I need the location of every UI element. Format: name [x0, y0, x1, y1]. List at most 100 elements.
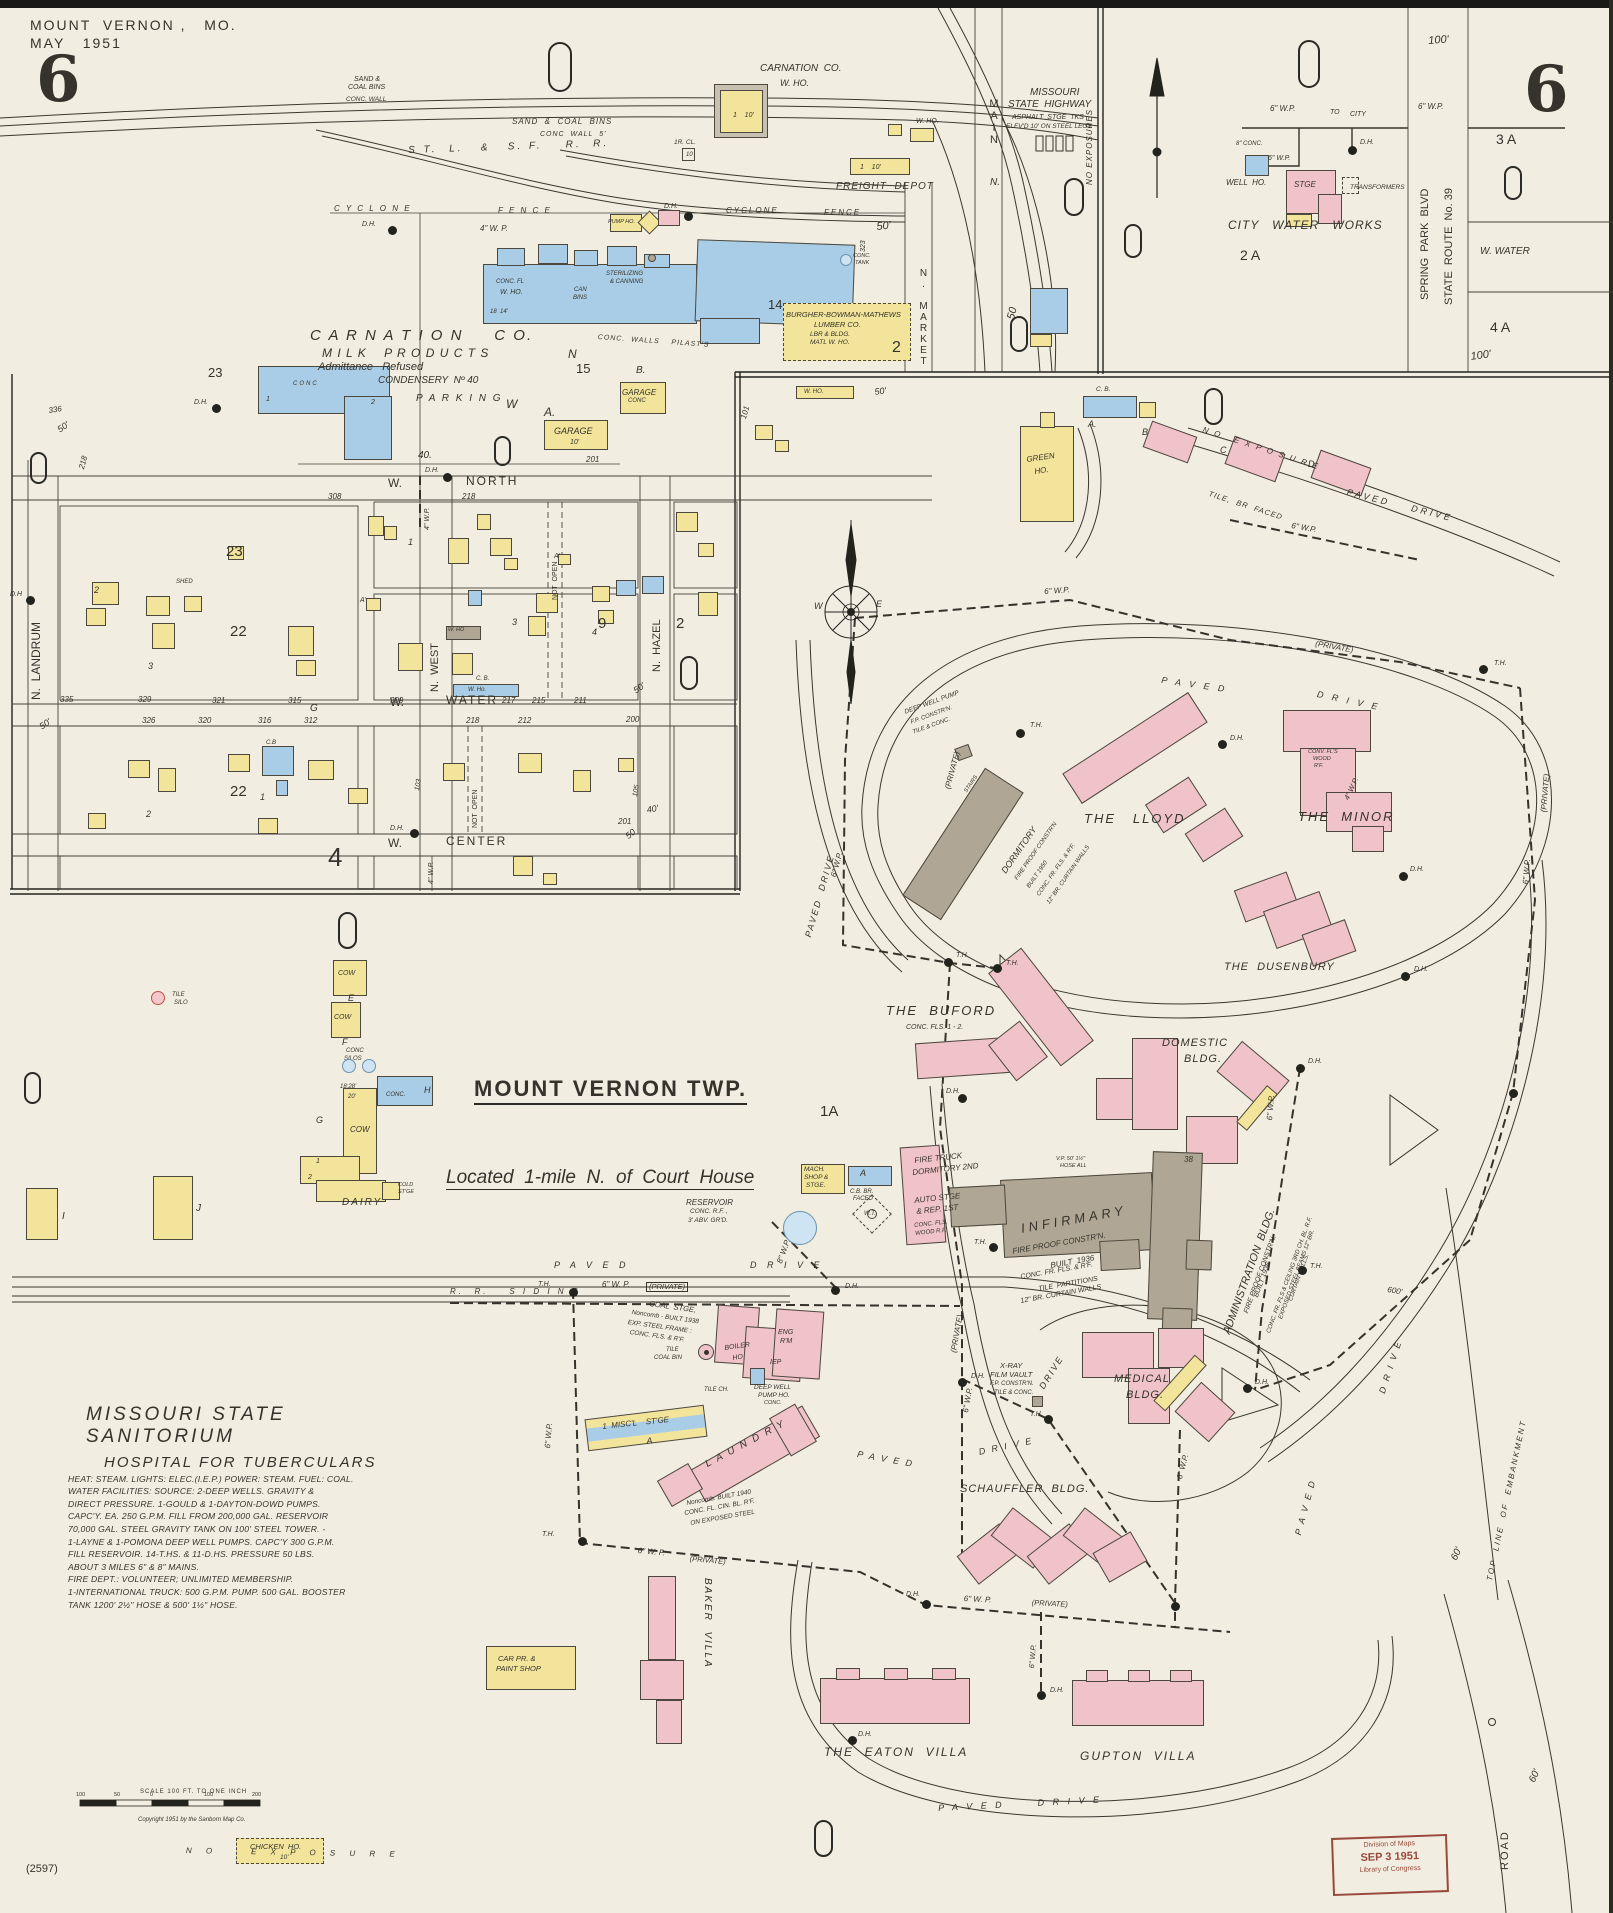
map-label: STATE ROUTE No. 39 [1443, 188, 1455, 305]
hydrant-dot [1036, 1690, 1046, 1700]
copyright-note: Copyright 1951 by the Sanborn Map Co. [138, 1817, 246, 1823]
map-label: R'F. [1314, 763, 1324, 769]
stamp-division: Division of Maps [1363, 1840, 1416, 1849]
building-footprint [1283, 710, 1371, 752]
map-label: D.H. [1360, 139, 1374, 146]
map-label: C.B. BR. [850, 1189, 874, 1195]
map-label: ENG [778, 1329, 794, 1336]
building-footprint [720, 90, 763, 133]
map-label: COAL BIN [654, 1355, 682, 1361]
map-label: 9 [598, 615, 607, 632]
map-label: TILE CH. [704, 1387, 729, 1393]
hydrant-dot [25, 595, 35, 605]
map-label: 335 [60, 695, 74, 704]
hydrant-dot [943, 957, 953, 967]
building-footprint [368, 516, 384, 536]
map-label: (PRIVATE) [1031, 1598, 1069, 1609]
map-label: 217 [502, 696, 516, 705]
hydrant-dot [409, 828, 419, 838]
map-label: W. HO. [500, 289, 523, 296]
building-footprint [86, 608, 106, 626]
map-label: 1A [820, 1103, 839, 1120]
hydrant-dot [211, 403, 221, 413]
building-footprint [377, 1076, 433, 1106]
hydrant-dot [1043, 1414, 1053, 1424]
map-label: BAKER VILLA [702, 1578, 713, 1669]
building-footprint [910, 128, 934, 142]
map-label: FILM VAULT [990, 1370, 1033, 1379]
building-footprint [262, 746, 294, 776]
building-footprint [92, 582, 119, 605]
map-label: COW [338, 970, 356, 977]
building-footprint [26, 1188, 58, 1240]
building-footprint [1128, 1670, 1150, 1682]
map-label: J [196, 1203, 201, 1214]
map-label: ST'GE [398, 1189, 415, 1195]
map-label: D.H. [971, 1373, 985, 1380]
map-label: R. R. S I D I N G [450, 1287, 582, 1296]
map-label: 20' [348, 1094, 356, 1100]
map-label: BLDG. [1184, 1053, 1223, 1065]
map-label: MAIN [988, 98, 1000, 146]
section-frames [10, 8, 1611, 895]
map-label: RESERVOIR [686, 1198, 733, 1207]
building-footprint [783, 303, 911, 361]
map-label: 4" W.P. [428, 861, 435, 884]
map-label: F.P. CONSTR'N. [990, 1381, 1034, 1387]
building-footprint [1030, 334, 1052, 347]
circular-structure [648, 254, 656, 262]
map-label: PUMP HO. [608, 219, 635, 225]
map-date: MAY 1951 [30, 35, 122, 51]
building-footprint [258, 818, 278, 834]
map-label: W. HO. [780, 78, 810, 88]
map-label: T.H. [538, 1281, 551, 1288]
sanitorium-facilities-line: FILL RESERVOIR. 14-T.HS. & 11-D.HS. PRES… [68, 1549, 315, 1560]
map-label: 6" W.P. [1268, 155, 1291, 162]
map-label: W [814, 601, 823, 611]
map-label: WATER [446, 693, 498, 707]
map-label: CITY WATER WORKS [1228, 218, 1383, 232]
map-label: 4 [328, 842, 343, 872]
map-label: NORTH [466, 474, 519, 488]
building-footprint [536, 593, 558, 613]
plate-number: (2597) [26, 1863, 58, 1875]
map-label: FREIGHT DEPOT [836, 181, 934, 192]
map-label: 22 [230, 623, 247, 640]
map-label: THE LLOYD [1084, 811, 1186, 826]
building-footprint [344, 396, 392, 460]
north-arrow [1149, 57, 1165, 198]
map-label: TRANSFORMERS [1350, 184, 1405, 191]
vacant-lot-marker [24, 1072, 41, 1104]
vacant-lot-marker [680, 656, 698, 690]
sheet-number-left: 6 [36, 42, 81, 117]
map-label: 4 A [1490, 319, 1511, 335]
map-label: T.H. [542, 1531, 555, 1538]
map-label: CONC. [386, 1092, 406, 1098]
building-footprint [446, 626, 481, 640]
map-label: A. [544, 405, 556, 419]
map-label: 1R. CL. [674, 139, 697, 146]
building-footprint [1139, 402, 1156, 418]
map-label: CONC. [853, 253, 871, 259]
map-label: C [1220, 445, 1227, 455]
building-footprint [398, 643, 423, 671]
building-footprint [308, 760, 334, 780]
vacant-lot-marker [1204, 388, 1223, 425]
map-label: TILE [666, 1347, 679, 1353]
map-label: CARNATION CO. [760, 63, 842, 74]
building-footprint [276, 780, 288, 796]
building-footprint [598, 610, 614, 624]
hydrant-dot [1295, 1063, 1305, 1073]
map-label: A' [360, 597, 367, 604]
building-footprint [153, 1176, 193, 1240]
building-footprint [574, 250, 598, 266]
building-footprint [528, 616, 546, 636]
building-footprint [700, 318, 760, 344]
building-footprint [1318, 194, 1342, 224]
map-label: CONC. FL [496, 279, 525, 285]
map-label: BLDG. [1126, 1389, 1165, 1401]
scale-bar [79, 1799, 261, 1807]
map-label: D.H. [425, 467, 439, 474]
building-footprint [676, 512, 698, 532]
hydrant-dot [1400, 971, 1410, 981]
